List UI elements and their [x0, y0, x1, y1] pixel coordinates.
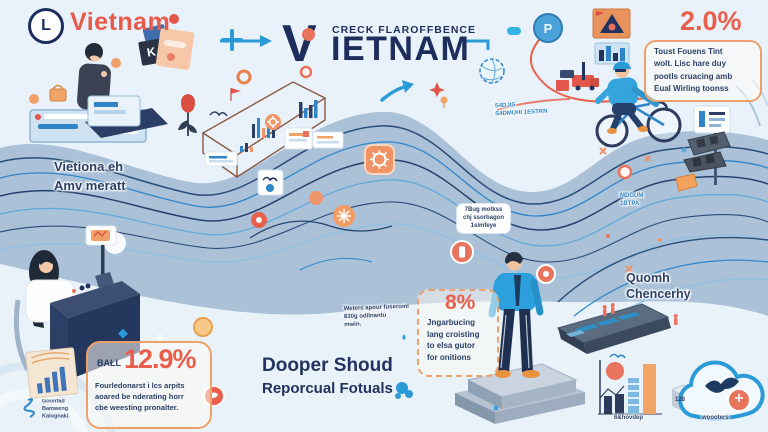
cloud-bird-illustration [678, 360, 765, 421]
stat-growth-line2: lang croisting [427, 329, 480, 339]
title-arrow-left-icon [220, 29, 272, 51]
stat-ball-bubble: BAŁL 12.9% Fourledonarst i lcs arpits ao… [86, 341, 212, 429]
stat-growth-value: 8% [445, 291, 476, 314]
title-dot-icon [302, 28, 315, 41]
chart-axis-note: 6&hovdep [614, 415, 644, 421]
tiny-figures [602, 303, 678, 325]
caption-line2: Reporcual Fotuals [262, 380, 393, 397]
quomh-label-line2: Chencerhy [626, 287, 691, 302]
certificate-note-line3: Kalognaki. [42, 413, 70, 419]
warning-sign-card [592, 8, 631, 39]
speech-note: 7Bug motkss chj ssorbagon 1simfeye [456, 203, 512, 235]
stat-ball-prefix: BAŁL [97, 358, 121, 368]
brand-name: Vietnam [70, 8, 171, 36]
title-line-right-icon [462, 39, 490, 50]
region-label-line2: Amv meratt [54, 177, 126, 193]
globe-icon [479, 58, 505, 84]
woman-dashboard-illustration [29, 43, 168, 143]
wave-band [0, 111, 768, 316]
trucks-illustration [556, 62, 599, 91]
road-note: S4DJIS S4DMUHI 1ESTRN [495, 101, 548, 119]
wave-note: Weters apour fuseroml 830g odilnantu mwi… [344, 304, 410, 330]
stat-tourism-line2: wolt. Lisc hare duy [654, 59, 727, 69]
stat-tourism-line4: Eual Wirling toonss [654, 84, 729, 94]
speech-note-line2: chj ssorbagon [463, 214, 505, 221]
stat-growth-line3: to elsa gutor [427, 341, 476, 351]
orange-sprout-icon [440, 96, 448, 108]
cloud-note: woooters [702, 415, 729, 421]
stat-tourism-line1: Toust Fouens Tint [654, 47, 723, 56]
growth-arrow-icon [380, 80, 414, 102]
brand-logo-letter: L [41, 17, 51, 34]
hill-note: MDGUM 1BTPA [620, 193, 643, 209]
title-mark-v: V [282, 15, 317, 73]
p-coin-icon: P [533, 13, 563, 43]
quomh-label-line1: Quomh [626, 271, 670, 285]
hill-note-line1: MDGUM [620, 193, 644, 199]
page-title: IETNAM [331, 30, 471, 68]
stat-ball-line2: aoared be nderating horr [95, 391, 184, 401]
certificate-note: Goonfad Bamweng Kalognaki. [42, 399, 70, 421]
caption-line1: Dooper Shoud [262, 355, 393, 376]
blue-bird-icon [609, 353, 626, 359]
cargo-slabs [675, 131, 731, 192]
certificate-illustration [25, 347, 79, 399]
region-label: Vietiona eh Amv meratt [54, 158, 126, 196]
squiggle-icon [23, 398, 35, 418]
stat-tourism-bubble: Toust Fouens Tint wolt. Lisc hare duy po… [644, 40, 762, 102]
stat-growth-line1: Jngarbucing [427, 318, 476, 327]
hill-note-line2: 1BTPA [620, 200, 640, 207]
stat-growth-bubble: 8% Jngarbucing lang croisting to elsa gu… [417, 289, 499, 377]
red-star-icon [429, 82, 445, 97]
stat-tourism-value: 2.0% [680, 6, 742, 36]
floating-cards [204, 127, 355, 228]
p-coin-letter: P [543, 20, 553, 36]
bar-chart-card [594, 42, 630, 65]
cyclist-illustration [595, 61, 682, 148]
bottom-right-chart [598, 360, 662, 415]
mini-bar-charts [209, 69, 318, 152]
tulip-icon [178, 94, 197, 136]
title-kicker: CRECK FLAROFFBENCE [332, 24, 476, 36]
certificate-note-line2: Bamweng [42, 406, 69, 412]
orange-ring-icon [617, 164, 633, 180]
standing-man-illustration [455, 251, 585, 424]
brand-logo: L [28, 8, 64, 44]
k-card-letter: K [145, 44, 157, 60]
card-cluster [138, 14, 195, 70]
cyan-dash-icon [507, 27, 521, 35]
stat-ball-value: 12.9% [124, 344, 197, 374]
quomh-label: Quomh Chencerhy [626, 270, 691, 303]
stat-growth-line4: for onitions [427, 352, 471, 362]
stat-ball-line1: Fourledonarst i lcs arpits [95, 381, 185, 390]
speech-note-line3: 1simfeye [470, 222, 497, 229]
gear-app-icon [364, 144, 395, 175]
coral-ring-icon [299, 65, 313, 79]
stat-ball-line3: cbe weesting pronalter. [95, 402, 179, 412]
region-label-line1: Vietiona eh [54, 159, 124, 174]
speech-note-line1: 7Bug motkss [464, 207, 503, 213]
cube-label: 128 [675, 397, 686, 403]
stat-tourism-line3: pootls cruacing amb [654, 71, 733, 81]
confetti [599, 147, 687, 273]
certificate-note-line1: Goonfad [42, 399, 65, 405]
